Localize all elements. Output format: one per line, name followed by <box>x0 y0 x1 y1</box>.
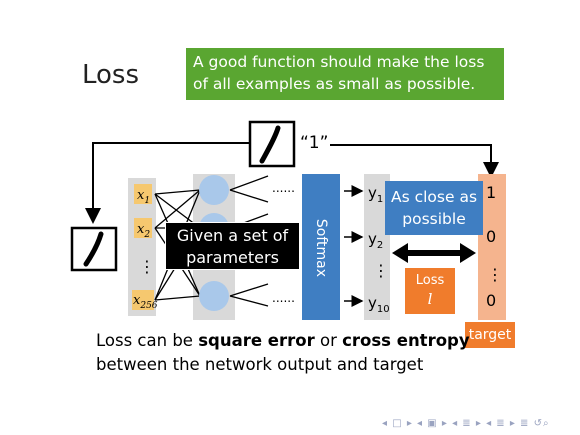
prev-subsection-icon[interactable]: ◂ ≣ ▸ <box>452 418 482 429</box>
prev-frame-icon[interactable]: ◂ □ ▸ <box>382 418 413 429</box>
digit-stroke-left <box>83 231 104 267</box>
input-feedback-arrow <box>85 142 250 224</box>
next-icon[interactable]: ◂ ≣ ▸ <box>486 418 516 429</box>
neuron-3 <box>199 281 229 311</box>
softmax-label: Softmax <box>313 218 329 278</box>
caption-line-1: Loss can be square error or cross entrop… <box>96 329 470 353</box>
target-value-1: 1 <box>486 183 496 202</box>
caption-square-error: square error <box>198 331 315 350</box>
caption-line-2: between the network output and target <box>96 355 424 374</box>
caption: Loss can be square error or cross entrop… <box>96 329 470 377</box>
input-vdots: ⋮ <box>139 257 155 276</box>
target-vdots: ⋮ <box>487 265 503 284</box>
caption-pre: Loss can be <box>96 331 199 350</box>
dots-3: ...... <box>272 291 295 305</box>
given-parameters-box: Given a set of parameters <box>165 222 300 270</box>
neuron-1 <box>199 175 229 205</box>
close-line-2: possible <box>402 210 466 228</box>
green-callout: A good function should make the loss of … <box>186 48 504 100</box>
callout-line-1: A good function should make the loss <box>193 53 485 71</box>
callout-line-2: of all examples as small as possible. <box>193 75 476 93</box>
caption-cross-entropy: cross entropy <box>342 331 470 350</box>
target-feedback-arrow <box>330 144 499 178</box>
output-y1: y1 <box>368 184 383 205</box>
close-as-possible-box: As close as possible <box>385 181 483 235</box>
target-value-2: 0 <box>486 227 496 246</box>
given-line-1: Given a set of <box>176 226 289 245</box>
prev-section-icon[interactable]: ◂ ▣ ▸ <box>417 418 448 429</box>
search-icon[interactable]: ≣ ↺⌕ <box>520 418 550 429</box>
close-line-1: As close as <box>390 188 478 206</box>
dots-1: ...... <box>272 181 295 195</box>
loss-word: Loss <box>415 273 445 288</box>
output-y10: y10 <box>368 294 390 315</box>
target-label: target <box>465 322 515 348</box>
output-y2: y2 <box>368 230 383 251</box>
beamer-nav: ◂ □ ▸ ◂ ▣ ▸ ◂ ≣ ▸ ◂ ≣ ▸ ≣ ↺⌕ <box>382 418 550 429</box>
double-arrow-right-head <box>460 243 476 263</box>
softmax-block <box>302 174 340 320</box>
output-vdots: ⋮ <box>373 261 389 280</box>
double-arrow-left-head <box>392 243 408 263</box>
input-x1 <box>134 184 152 204</box>
loss-box: Loss l <box>405 268 455 314</box>
loss-symbol: l <box>427 290 433 308</box>
target-value-3: 0 <box>486 291 496 310</box>
given-line-2: parameters <box>186 248 279 267</box>
slide-title: Loss <box>82 60 140 90</box>
caption-or: or <box>314 331 343 350</box>
input-x256 <box>132 290 154 310</box>
digit-stroke-top <box>259 125 281 164</box>
digit-label: “1” <box>300 133 329 153</box>
input-x2 <box>134 218 152 238</box>
